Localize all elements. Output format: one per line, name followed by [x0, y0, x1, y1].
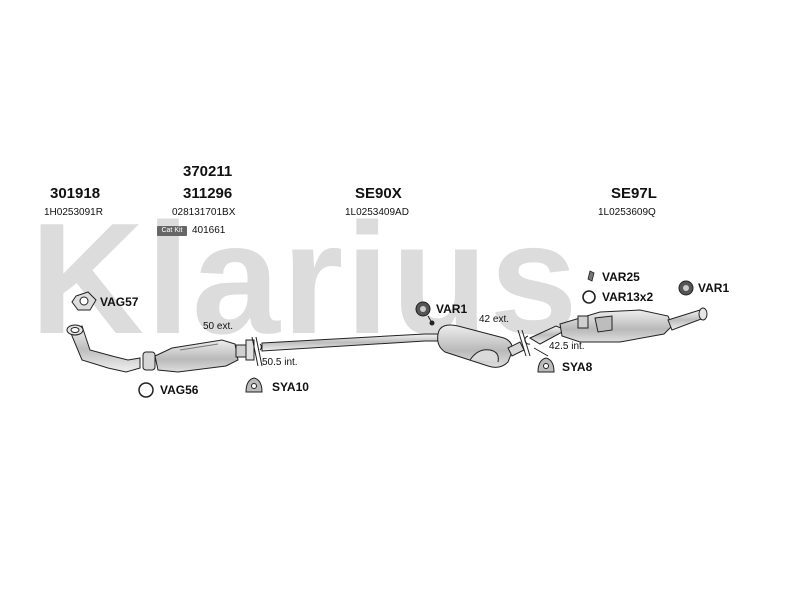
- fitting-label-sya8: SYA8: [562, 360, 593, 374]
- vag57-gasket-icon: [71, 291, 97, 311]
- cat-kit-badge: Cat Kit: [157, 226, 187, 236]
- front-downpipe: [66, 324, 141, 373]
- dimension-label-front-int: 50.5 int.: [262, 357, 298, 368]
- part-number-middle-silencer: SE90X: [355, 185, 402, 202]
- fitting-label-vag57: VAG57: [100, 295, 139, 309]
- dimension-label-front-ext: 50 ext.: [203, 321, 234, 332]
- var1-mid-clamp-icon: [415, 301, 431, 317]
- middle-silencer: [437, 324, 525, 368]
- fitting-label-var13x2: VAR13x2: [602, 290, 654, 304]
- sya10-mount-icon: [245, 377, 263, 393]
- clamp-front: [142, 351, 156, 371]
- brand-watermark: Klarius: [30, 191, 580, 367]
- oe-number-downpipe: 1H0253091R: [44, 207, 103, 218]
- dimension-label-rear-int: 42.5 int.: [549, 341, 585, 352]
- oe-number-rear-silencer: 1L0253609Q: [598, 207, 656, 218]
- part-number-downpipe: 301918: [50, 185, 101, 202]
- joint-break-1: [251, 336, 263, 367]
- var1-rear-clamp-icon: [678, 280, 694, 296]
- catalytic-converter: [154, 339, 255, 373]
- fitting-label-var25: VAR25: [602, 270, 640, 284]
- var25-clip-icon: [587, 270, 595, 282]
- part-number-rear-silencer: SE97L: [611, 185, 657, 202]
- fitting-label-vag56: VAG56: [160, 383, 199, 397]
- fitting-label-var1-rear: VAR1: [698, 281, 730, 295]
- var13-ring-icon: [582, 290, 596, 304]
- sya8-mount-icon: [537, 357, 555, 373]
- leader-marks: [427, 315, 549, 357]
- fitting-label-var1-mid: VAR1: [436, 302, 468, 316]
- part-number-cat: 311296: [183, 185, 233, 202]
- part-number-cat-kit: 370211: [183, 163, 233, 180]
- vag56-ring-icon: [138, 382, 154, 398]
- fitting-label-sya10: SYA10: [272, 380, 309, 394]
- rear-silencer: [559, 307, 708, 343]
- oe-number-cat: 028131701BX: [172, 207, 236, 218]
- dimension-label-rear-ext: 42 ext.: [479, 314, 510, 325]
- intermediate-pipe: [259, 333, 441, 352]
- oe-number-middle-silencer: 1L0253409AD: [345, 207, 409, 218]
- cat-kit-number: 401661: [192, 225, 226, 236]
